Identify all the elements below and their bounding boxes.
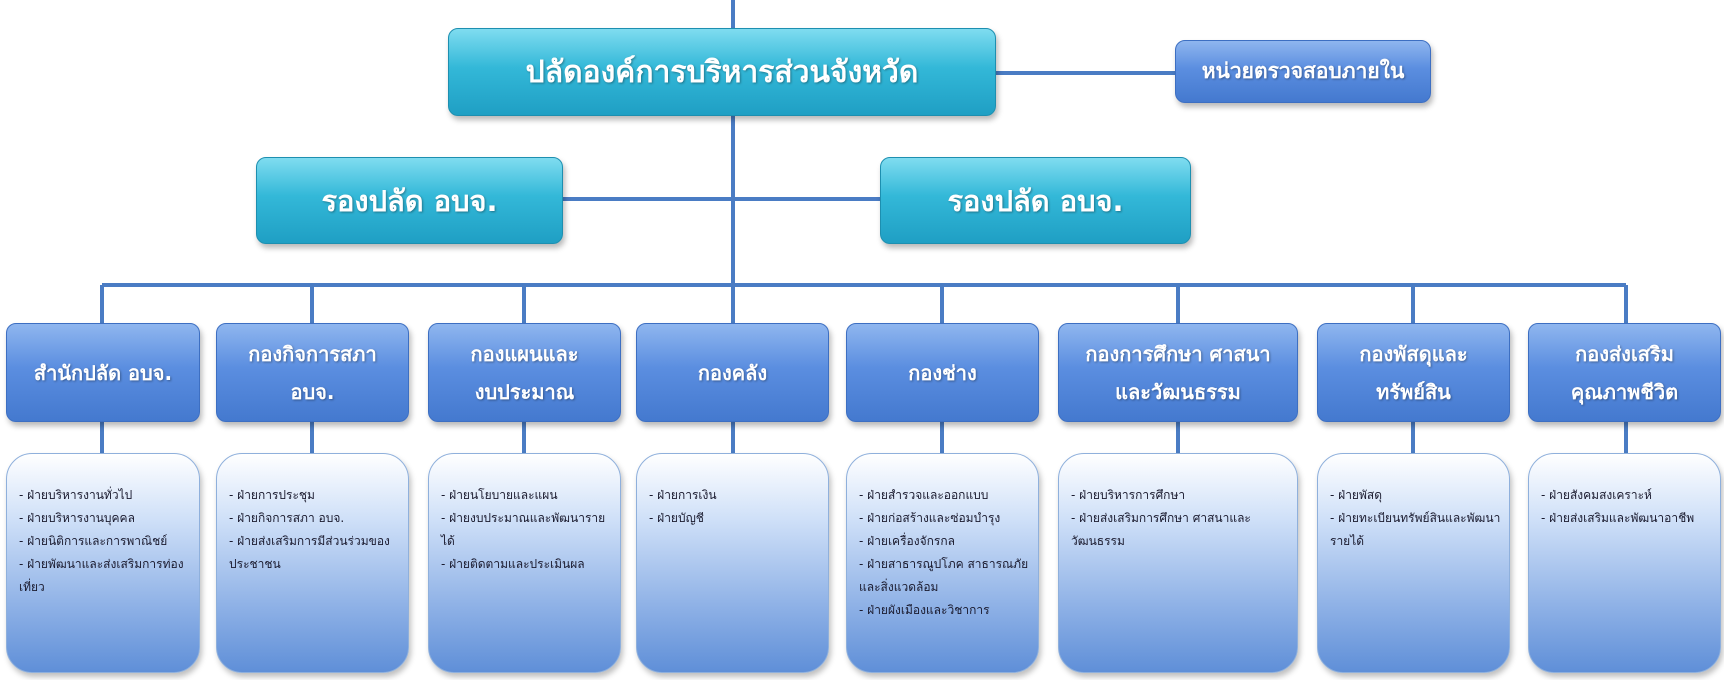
department-title: กองคลัง bbox=[697, 360, 768, 385]
deputy-label-right: รองปลัด อบจ. bbox=[947, 183, 1124, 218]
department-title: และวัฒนธรรม bbox=[1115, 379, 1241, 404]
department-box-4: กองคลัง bbox=[636, 323, 829, 422]
duty-item: ฝ่ายก่อสร้างและซ่อมบำรุง bbox=[859, 507, 1030, 530]
department-box-2: กองกิจการสภาอบจ. bbox=[216, 323, 409, 422]
internal-audit-label: หน่วยตรวจสอบภายใน bbox=[1201, 59, 1405, 83]
duty-item: ฝ่ายบริหารงานทั่วไป bbox=[19, 484, 191, 507]
department-box-3: กองแผนและงบประมาณ bbox=[428, 323, 621, 422]
department-box-7: กองพัสดุและทรัพย์สิน bbox=[1317, 323, 1510, 422]
department-box-6: กองการศึกษา ศาสนาและวัฒนธรรม bbox=[1058, 323, 1298, 422]
department-title: งบประมาณ bbox=[474, 379, 575, 404]
department-title: กองส่งเสริม bbox=[1575, 341, 1674, 366]
duty-item: ฝ่ายนิติการและการพาณิชย์ bbox=[19, 530, 191, 553]
duty-item: ฝ่ายทะเบียนทรัพย์สินและพัฒนารายได้ bbox=[1330, 507, 1501, 553]
duty-item: ฝ่ายสังคมสงเคราะห์ bbox=[1541, 484, 1712, 507]
duty-item: ฝ่ายกิจการสภา อบจ. bbox=[229, 507, 400, 530]
department-box-8: กองส่งเสริมคุณภาพชีวิต bbox=[1528, 323, 1721, 422]
duty-item: ฝ่ายติดตามและประเมินผล bbox=[441, 553, 612, 576]
duty-item: ฝ่ายพัสดุ bbox=[1330, 484, 1501, 507]
duty-item: ฝ่ายส่งเสริมการศึกษา ศาสนาและวัฒนธรรม bbox=[1071, 507, 1289, 553]
department-title: กองช่าง bbox=[908, 360, 977, 385]
duty-item: ฝ่ายส่งเสริมและพัฒนาอาชีพ bbox=[1541, 507, 1712, 530]
chief-administrator-label: ปลัดองค์การบริหารส่วนจังหวัด bbox=[525, 54, 919, 90]
department-title: คุณภาพชีวิต bbox=[1570, 379, 1679, 404]
department-title: ทรัพย์สิน bbox=[1376, 379, 1451, 404]
duty-item: ฝ่ายการประชุม bbox=[229, 484, 400, 507]
department-title: กองพัสดุและ bbox=[1359, 341, 1468, 366]
deputy-label-left: รองปลัด อบจ. bbox=[321, 183, 498, 218]
chief-administrator-box: ปลัดองค์การบริหารส่วนจังหวัด bbox=[448, 28, 996, 116]
department-duties-box-5: ฝ่ายสำรวจและออกแบบฝ่ายก่อสร้างและซ่อมบำร… bbox=[846, 453, 1039, 673]
department-duties-box-2: ฝ่ายการประชุมฝ่ายกิจการสภา อบจ.ฝ่ายส่งเส… bbox=[216, 453, 409, 673]
department-title: กองการศึกษา ศาสนา bbox=[1085, 341, 1271, 366]
internal-audit-box: หน่วยตรวจสอบภายใน bbox=[1175, 40, 1431, 103]
duty-item: ฝ่ายสาธารณูปโภค สาธารณภัยและสิ่งแวดล้อม bbox=[859, 553, 1030, 599]
duty-item: ฝ่ายนโยบายและแผน bbox=[441, 484, 612, 507]
department-duties-box-7: ฝ่ายพัสดุฝ่ายทะเบียนทรัพย์สินและพัฒนาราย… bbox=[1317, 453, 1510, 673]
duty-item: ฝ่ายส่งเสริมการมีส่วนร่วมของประชาชน bbox=[229, 530, 400, 576]
duty-item: ฝ่ายพัฒนาและส่งเสริมการท่องเที่ยว bbox=[19, 553, 191, 599]
duty-item: ฝ่ายบริหารการศึกษา bbox=[1071, 484, 1289, 507]
department-title: อบจ. bbox=[290, 379, 335, 404]
department-duties-box-1: ฝ่ายบริหารงานทั่วไปฝ่ายบริหารงานบุคคลฝ่า… bbox=[6, 453, 200, 673]
department-duties-box-6: ฝ่ายบริหารการศึกษาฝ่ายส่งเสริมการศึกษา ศ… bbox=[1058, 453, 1298, 673]
department-duties-box-4: ฝ่ายการเงินฝ่ายบัญชี bbox=[636, 453, 829, 673]
duty-item: ฝ่ายการเงิน bbox=[649, 484, 820, 507]
duty-item: ฝ่ายเครื่องจักรกล bbox=[859, 530, 1030, 553]
duty-item: ฝ่ายผังเมืองและวิชาการ bbox=[859, 599, 1030, 622]
deputy-box-right: รองปลัด อบจ. bbox=[880, 157, 1191, 244]
department-duties-box-3: ฝ่ายนโยบายและแผนฝ่ายงบประมาณและพัฒนารายไ… bbox=[428, 453, 621, 673]
duty-item: ฝ่ายบัญชี bbox=[649, 507, 820, 530]
department-box-1: สำนักปลัด อบจ. bbox=[6, 323, 200, 422]
department-title: กองกิจการสภา bbox=[248, 341, 377, 366]
deputy-box-left: รองปลัด อบจ. bbox=[256, 157, 563, 244]
duty-item: ฝ่ายงบประมาณและพัฒนารายได้ bbox=[441, 507, 612, 553]
department-title: กองแผนและ bbox=[470, 341, 579, 366]
duty-item: ฝ่ายบริหารงานบุคคล bbox=[19, 507, 191, 530]
duty-item: ฝ่ายสำรวจและออกแบบ bbox=[859, 484, 1030, 507]
department-duties-box-8: ฝ่ายสังคมสงเคราะห์ฝ่ายส่งเสริมและพัฒนาอา… bbox=[1528, 453, 1721, 673]
department-box-5: กองช่าง bbox=[846, 323, 1039, 422]
department-title: สำนักปลัด อบจ. bbox=[33, 360, 173, 385]
